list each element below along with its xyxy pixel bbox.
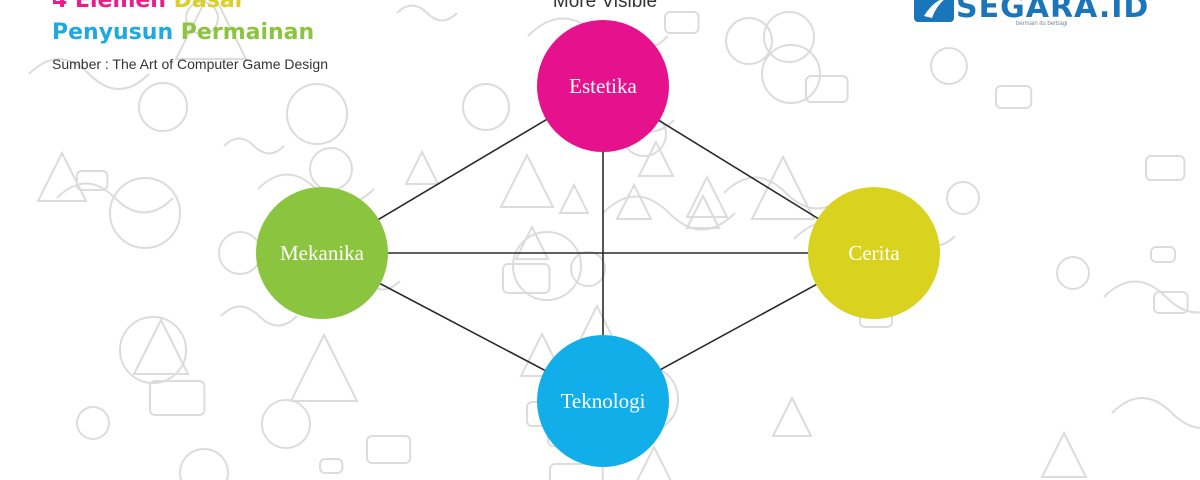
doodle-shape	[771, 395, 813, 437]
doodle-shape	[132, 317, 190, 375]
doodle-shape	[174, 0, 248, 60]
doodle-shape	[995, 85, 1033, 109]
doodle-shape	[404, 149, 440, 185]
node-circle-mekanika	[256, 187, 388, 319]
doodle-shape	[149, 380, 206, 416]
doodle-shape	[549, 463, 604, 480]
title-line-1: 4 Elemen Dasar	[52, 0, 246, 14]
doodle-shape	[725, 17, 773, 65]
node-label-estetika: Estetika	[569, 74, 637, 98]
doodle-shape	[289, 332, 359, 402]
doodle-shape	[664, 11, 700, 34]
doodle-shape	[223, 137, 285, 155]
node-circle-cerita	[808, 187, 940, 319]
doodle-shape	[261, 399, 311, 449]
doodle-shape	[570, 251, 606, 287]
doodle-shape	[636, 444, 672, 480]
doodle-shape	[220, 305, 298, 327]
doodle-shape	[1145, 155, 1186, 181]
doodle-shape	[28, 58, 150, 90]
doodle-shape	[761, 44, 821, 104]
doodle-shape	[1150, 246, 1176, 263]
node-circle-teknologi	[537, 335, 669, 467]
title-word-4: 4	[52, 0, 75, 13]
doodle-shape	[319, 458, 344, 474]
logo-text: SEGARA.ID	[956, 0, 1150, 25]
doodle-shape	[685, 193, 721, 229]
doodle-shape	[1153, 291, 1189, 314]
doodle-shape	[1111, 397, 1200, 429]
doodle-shape	[499, 152, 555, 208]
doodle-shape	[76, 170, 109, 191]
node-cerita: Cerita	[808, 187, 940, 319]
node-estetika: Estetika	[537, 20, 669, 152]
doodle-shape	[558, 182, 590, 214]
doodle-shape	[179, 448, 229, 480]
node-teknologi: Teknologi	[537, 335, 669, 467]
doodle-shape	[396, 4, 458, 22]
logo-tagline: bermain itu berbagi	[1016, 21, 1068, 27]
doodle-shape	[119, 316, 187, 384]
doodle-shape	[602, 195, 736, 231]
doodle-shape	[1040, 430, 1088, 478]
doodle-shape	[514, 224, 550, 260]
title-line-2: Penyusun Permainan	[52, 20, 314, 46]
doodle-shape	[615, 182, 653, 220]
doodle-shape	[512, 231, 582, 301]
doodle-shape	[109, 177, 181, 249]
doodle-shape	[946, 181, 980, 215]
title-word-permainan: Permainan	[180, 20, 315, 45]
node-mekanika: Mekanika	[256, 187, 388, 319]
node-label-teknologi: Teknologi	[561, 389, 646, 413]
doodle-shape	[930, 47, 968, 85]
title-word-elemen: Elemen	[74, 0, 174, 13]
title-word-penyusun: Penyusun	[52, 20, 181, 45]
doodle-shape	[138, 82, 188, 132]
node-circle-estetika	[537, 20, 669, 152]
logo-mark-icon	[914, 0, 954, 22]
doodle-shape	[1103, 280, 1200, 314]
node-label-cerita: Cerita	[848, 241, 900, 265]
doodle-shape	[366, 435, 412, 464]
doodle-shape	[56, 182, 174, 214]
doodle-shape	[286, 83, 348, 145]
doodle-shape	[805, 75, 849, 103]
doodle-shape	[36, 150, 88, 202]
node-label-mekanika: Mekanika	[280, 241, 365, 265]
source-citation: Sumber : The Art of Computer Game Design	[52, 56, 328, 72]
doodle-shape	[763, 11, 815, 63]
doodle-shape	[185, 1, 219, 35]
doodle-shape	[637, 139, 675, 177]
doodle-shape	[462, 83, 510, 131]
doodle-shape	[76, 406, 110, 440]
segara-logo[interactable]: SEGARA.ID bermain itu berbagi	[914, 0, 1154, 36]
doodle-shape	[1056, 256, 1090, 290]
doodle-shape	[685, 174, 729, 218]
title-word-dasar: Dasar	[173, 0, 246, 13]
more-visible-label: More Visible	[552, 0, 658, 12]
